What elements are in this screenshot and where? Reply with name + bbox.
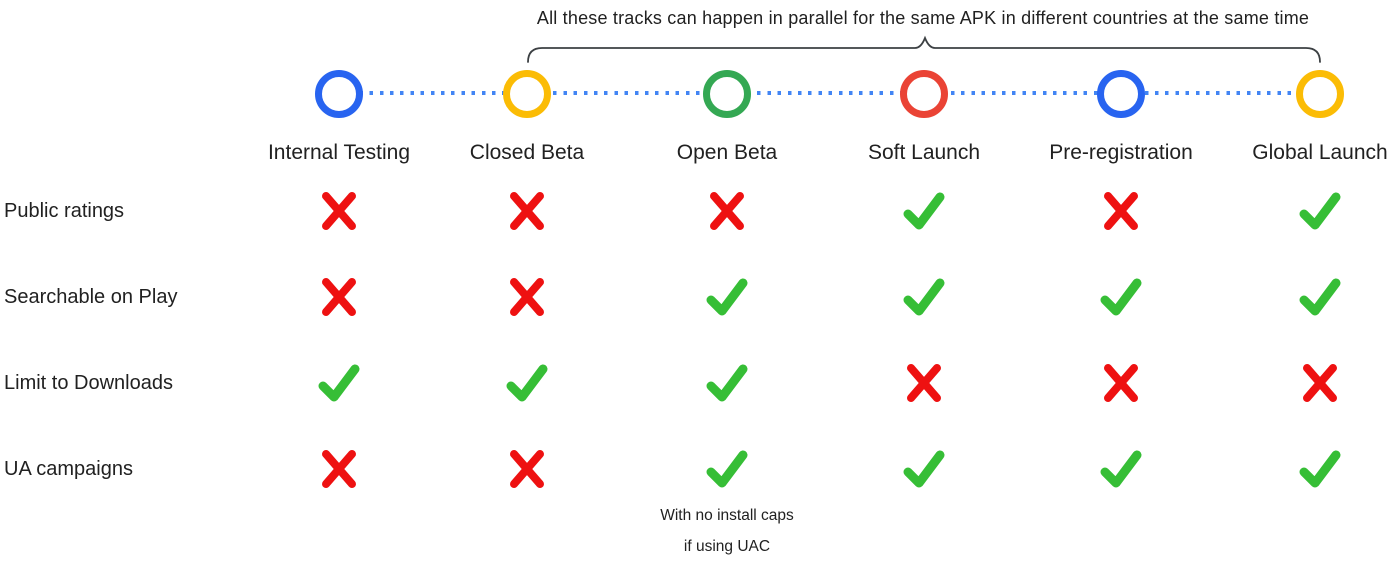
stage-label-internal-testing: Internal Testing [267, 141, 411, 164]
cross-icon [710, 192, 744, 230]
mark-searchable-on-play-closed-beta [504, 274, 550, 320]
mark-limit-to-downloads-internal-testing [316, 360, 362, 406]
mark-ua-campaigns-open-beta [704, 446, 750, 492]
mark-ua-campaigns-closed-beta [504, 446, 550, 492]
mark-searchable-on-play-soft-launch [901, 274, 947, 320]
check-icon [706, 450, 748, 488]
cross-icon [1303, 364, 1337, 402]
row-label-public-ratings: Public ratings [4, 200, 125, 222]
check-icon [1299, 192, 1341, 230]
mark-public-ratings-internal-testing [316, 188, 362, 234]
mark-public-ratings-pre-registration [1098, 188, 1144, 234]
mark-searchable-on-play-global-launch [1297, 274, 1343, 320]
top-brace [527, 35, 1321, 63]
check-icon [706, 278, 748, 316]
check-icon [1299, 450, 1341, 488]
mark-limit-to-downloads-global-launch [1297, 360, 1343, 406]
mark-ua-campaigns-global-launch [1297, 446, 1343, 492]
cross-icon [322, 450, 356, 488]
cross-icon [510, 192, 544, 230]
mark-limit-to-downloads-open-beta [704, 360, 750, 406]
row-label-ua-campaigns: UA campaigns [4, 458, 133, 480]
stage-label-closed-beta: Closed Beta [469, 141, 585, 164]
mark-limit-to-downloads-pre-registration [1098, 360, 1144, 406]
stage-label-soft-launch: Soft Launch [867, 141, 981, 164]
row-label-limit-to-downloads: Limit to Downloads [4, 372, 173, 394]
check-icon [903, 278, 945, 316]
stage-circle-pre-registration [1097, 70, 1145, 118]
check-icon [1100, 278, 1142, 316]
mark-public-ratings-closed-beta [504, 188, 550, 234]
check-icon [318, 364, 360, 402]
cross-icon [510, 278, 544, 316]
check-icon [506, 364, 548, 402]
stage-label-open-beta: Open Beta [676, 141, 778, 164]
cross-icon [322, 192, 356, 230]
stage-circle-internal-testing [315, 70, 363, 118]
check-icon [1299, 278, 1341, 316]
stage-label-global-launch: Global Launch [1252, 141, 1388, 164]
stage-circle-open-beta [703, 70, 751, 118]
mark-public-ratings-open-beta [704, 188, 750, 234]
mark-ua-campaigns-internal-testing [316, 446, 362, 492]
check-icon [706, 364, 748, 402]
cross-icon [1104, 364, 1138, 402]
mark-limit-to-downloads-soft-launch [901, 360, 947, 406]
stage-circle-global-launch [1296, 70, 1344, 118]
mark-searchable-on-play-pre-registration [1098, 274, 1144, 320]
mark-ua-campaigns-pre-registration [1098, 446, 1144, 492]
stage-circle-closed-beta [503, 70, 551, 118]
footnote: With no install caps if using UAC [597, 500, 857, 562]
check-icon [903, 192, 945, 230]
mark-searchable-on-play-open-beta [704, 274, 750, 320]
mark-public-ratings-soft-launch [901, 188, 947, 234]
row-label-searchable-on-play: Searchable on Play [4, 286, 178, 308]
timeline-dotted-connector [339, 91, 1320, 95]
cross-icon [510, 450, 544, 488]
parallel-tracks-annotation: All these tracks can happen in parallel … [536, 8, 1310, 28]
cross-icon [907, 364, 941, 402]
footnote-line-1: With no install caps [660, 507, 794, 524]
mark-public-ratings-global-launch [1297, 188, 1343, 234]
mark-limit-to-downloads-closed-beta [504, 360, 550, 406]
footnote-line-2: if using UAC [683, 538, 771, 555]
cross-icon [322, 278, 356, 316]
mark-searchable-on-play-internal-testing [316, 274, 362, 320]
check-icon [1100, 450, 1142, 488]
check-icon [903, 450, 945, 488]
mark-ua-campaigns-soft-launch [901, 446, 947, 492]
stage-label-pre-registration: Pre-registration [1049, 141, 1193, 164]
stage-circle-soft-launch [900, 70, 948, 118]
cross-icon [1104, 192, 1138, 230]
top-brace-path [527, 35, 1321, 63]
